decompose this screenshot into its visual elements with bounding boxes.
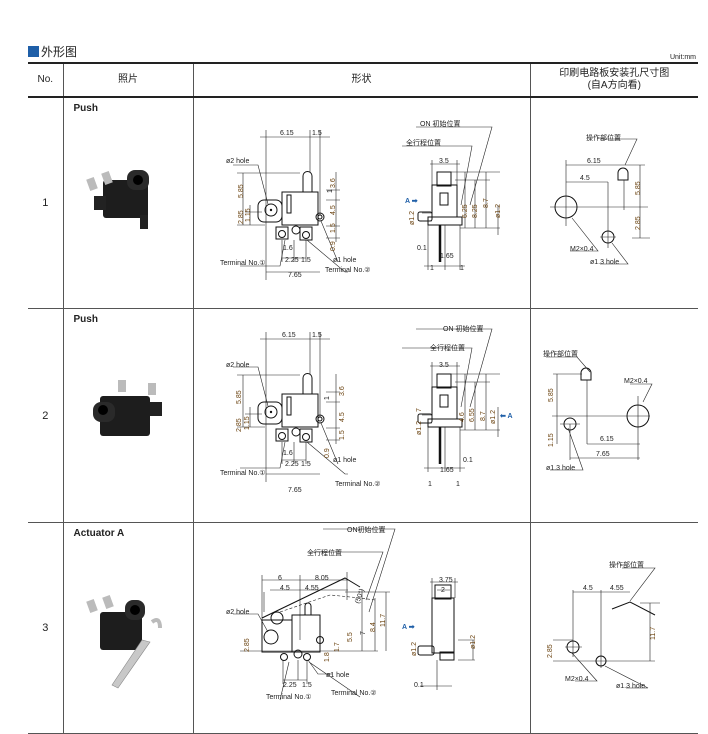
product-type: Push (73, 103, 98, 114)
header-pcb: 印刷电路板安装孔尺寸图(自A方向看) (529, 62, 698, 98)
table-row: 1 Push (28, 97, 698, 309)
section-marker-icon (28, 46, 39, 57)
shape-cell (192, 522, 530, 734)
shape-cell (192, 308, 530, 523)
table-row: 2 Push (28, 308, 698, 523)
unit-label: Unit:mm (669, 54, 696, 61)
section-title-text: 外形图 (41, 45, 78, 59)
row-number: 2 (28, 308, 63, 523)
header-no: No. (28, 62, 63, 98)
header-pcb-subtitle: (自A方向看) (587, 80, 641, 91)
product-type: Push (73, 314, 98, 325)
table-row: 3 Actuator A (28, 522, 698, 734)
header-photo: 照片 (62, 62, 193, 98)
photo-cell: Push (62, 97, 193, 309)
header-shape: 形状 (192, 62, 530, 98)
table-header-row: No. 照片 形状 印刷电路板安装孔尺寸图(自A方向看) (28, 62, 698, 98)
product-type: Actuator A (73, 528, 125, 539)
header-pcb-title: 印刷电路板安装孔尺寸图 (559, 68, 670, 79)
dimensions-table: No. 照片 形状 印刷电路板安装孔尺寸图(自A方向看) 1 Push 2 Pu… (28, 62, 698, 734)
photo-cell: Actuator A (62, 522, 193, 734)
pcb-cell (529, 97, 698, 309)
row-number: 3 (28, 522, 63, 734)
row-number: 1 (28, 97, 63, 309)
photo-cell: Push (62, 308, 193, 523)
pcb-cell (529, 522, 698, 734)
shape-cell (192, 97, 530, 309)
section-title: 外形图 (28, 43, 77, 60)
pcb-cell (529, 308, 698, 523)
